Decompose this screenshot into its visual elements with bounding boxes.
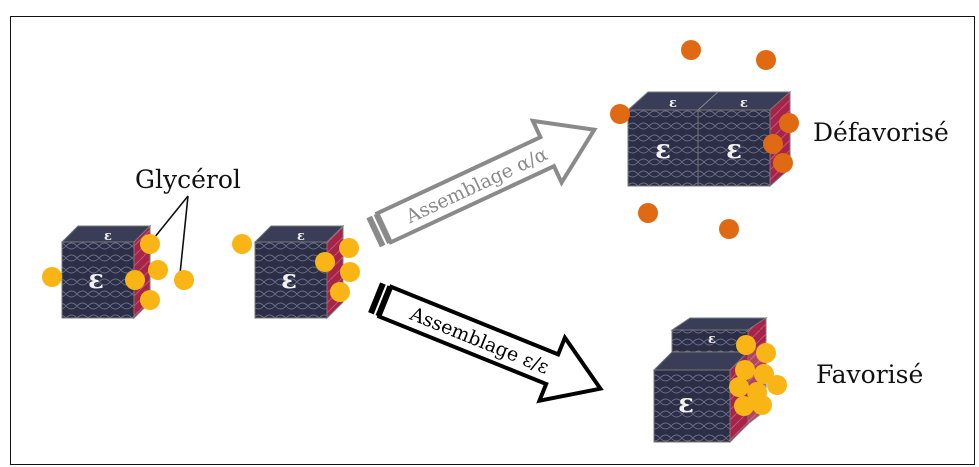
arrow-assemblage-epsilon: Assemblage ε/ε [368,282,604,404]
epsilon-symbol-top: ε [740,96,748,111]
glycerol-molecule [232,234,252,254]
free-glycerol-orange [756,50,776,70]
free-glycerol-orange [719,219,739,239]
glycerol-molecule-orange [779,113,799,133]
glycerol-molecule [756,343,776,363]
epsilon-symbol: ε [88,265,104,295]
arrow-alpha-label: Assemblage α/α [402,143,552,228]
epsilon-symbol-top: ε [708,332,716,347]
glycerol-molecule [125,270,145,290]
glycerol-molecule-orange [773,153,793,173]
glycerol-pointer-2 [179,195,189,275]
arrow-epsilon-label: Assemblage ε/ε [406,303,552,379]
crystal-dimer-defavorise: ε ε ε ε [610,90,799,188]
crystal-dimer-favorise: ε ε [652,317,787,444]
glycerol-molecule [42,267,62,287]
crystal-cube-2: ε ε [232,224,360,320]
epsilon-symbol: ε [678,389,694,419]
glycerol-molecule [340,262,360,282]
crystal-cube-1: ε ε [42,224,194,320]
glycerol-molecule-orange [763,134,783,154]
epsilon-symbol: ε [281,265,297,295]
glycerol-molecule [140,234,160,254]
epsilon-symbol: ε [726,135,742,165]
free-glycerol-orange [681,40,701,60]
glycerol-molecule [736,335,756,355]
glycerol-molecule [330,282,350,302]
glycerol-molecule [752,395,772,415]
free-glycerol-orange [638,203,658,223]
glycerol-molecule [767,375,787,395]
glycerol-molecule [174,270,194,290]
epsilon-symbol-top: ε [297,229,305,244]
arrow-assemblage-alpha: Assemblage α/α [366,118,598,248]
glycerol-pointer-1 [149,195,189,244]
favorise-label: Favorisé [816,360,923,389]
glycerol-molecule [339,238,359,258]
glycerol-molecule [148,260,168,280]
glycerol-molecule [734,396,754,416]
epsilon-symbol-top: ε [104,229,112,244]
glycerol-molecule [735,360,755,380]
glycerol-molecule [140,290,160,310]
glycerol-label: Glycérol [135,165,241,194]
glycerol-molecule [729,377,749,397]
epsilon-symbol: ε [655,135,671,165]
diagram-frame [10,16,975,465]
glycerol-molecule-orange [610,104,630,124]
defavorise-label: Défavorisé [813,118,949,147]
epsilon-symbol-top: ε [669,96,677,111]
glycerol-molecule [315,252,335,272]
